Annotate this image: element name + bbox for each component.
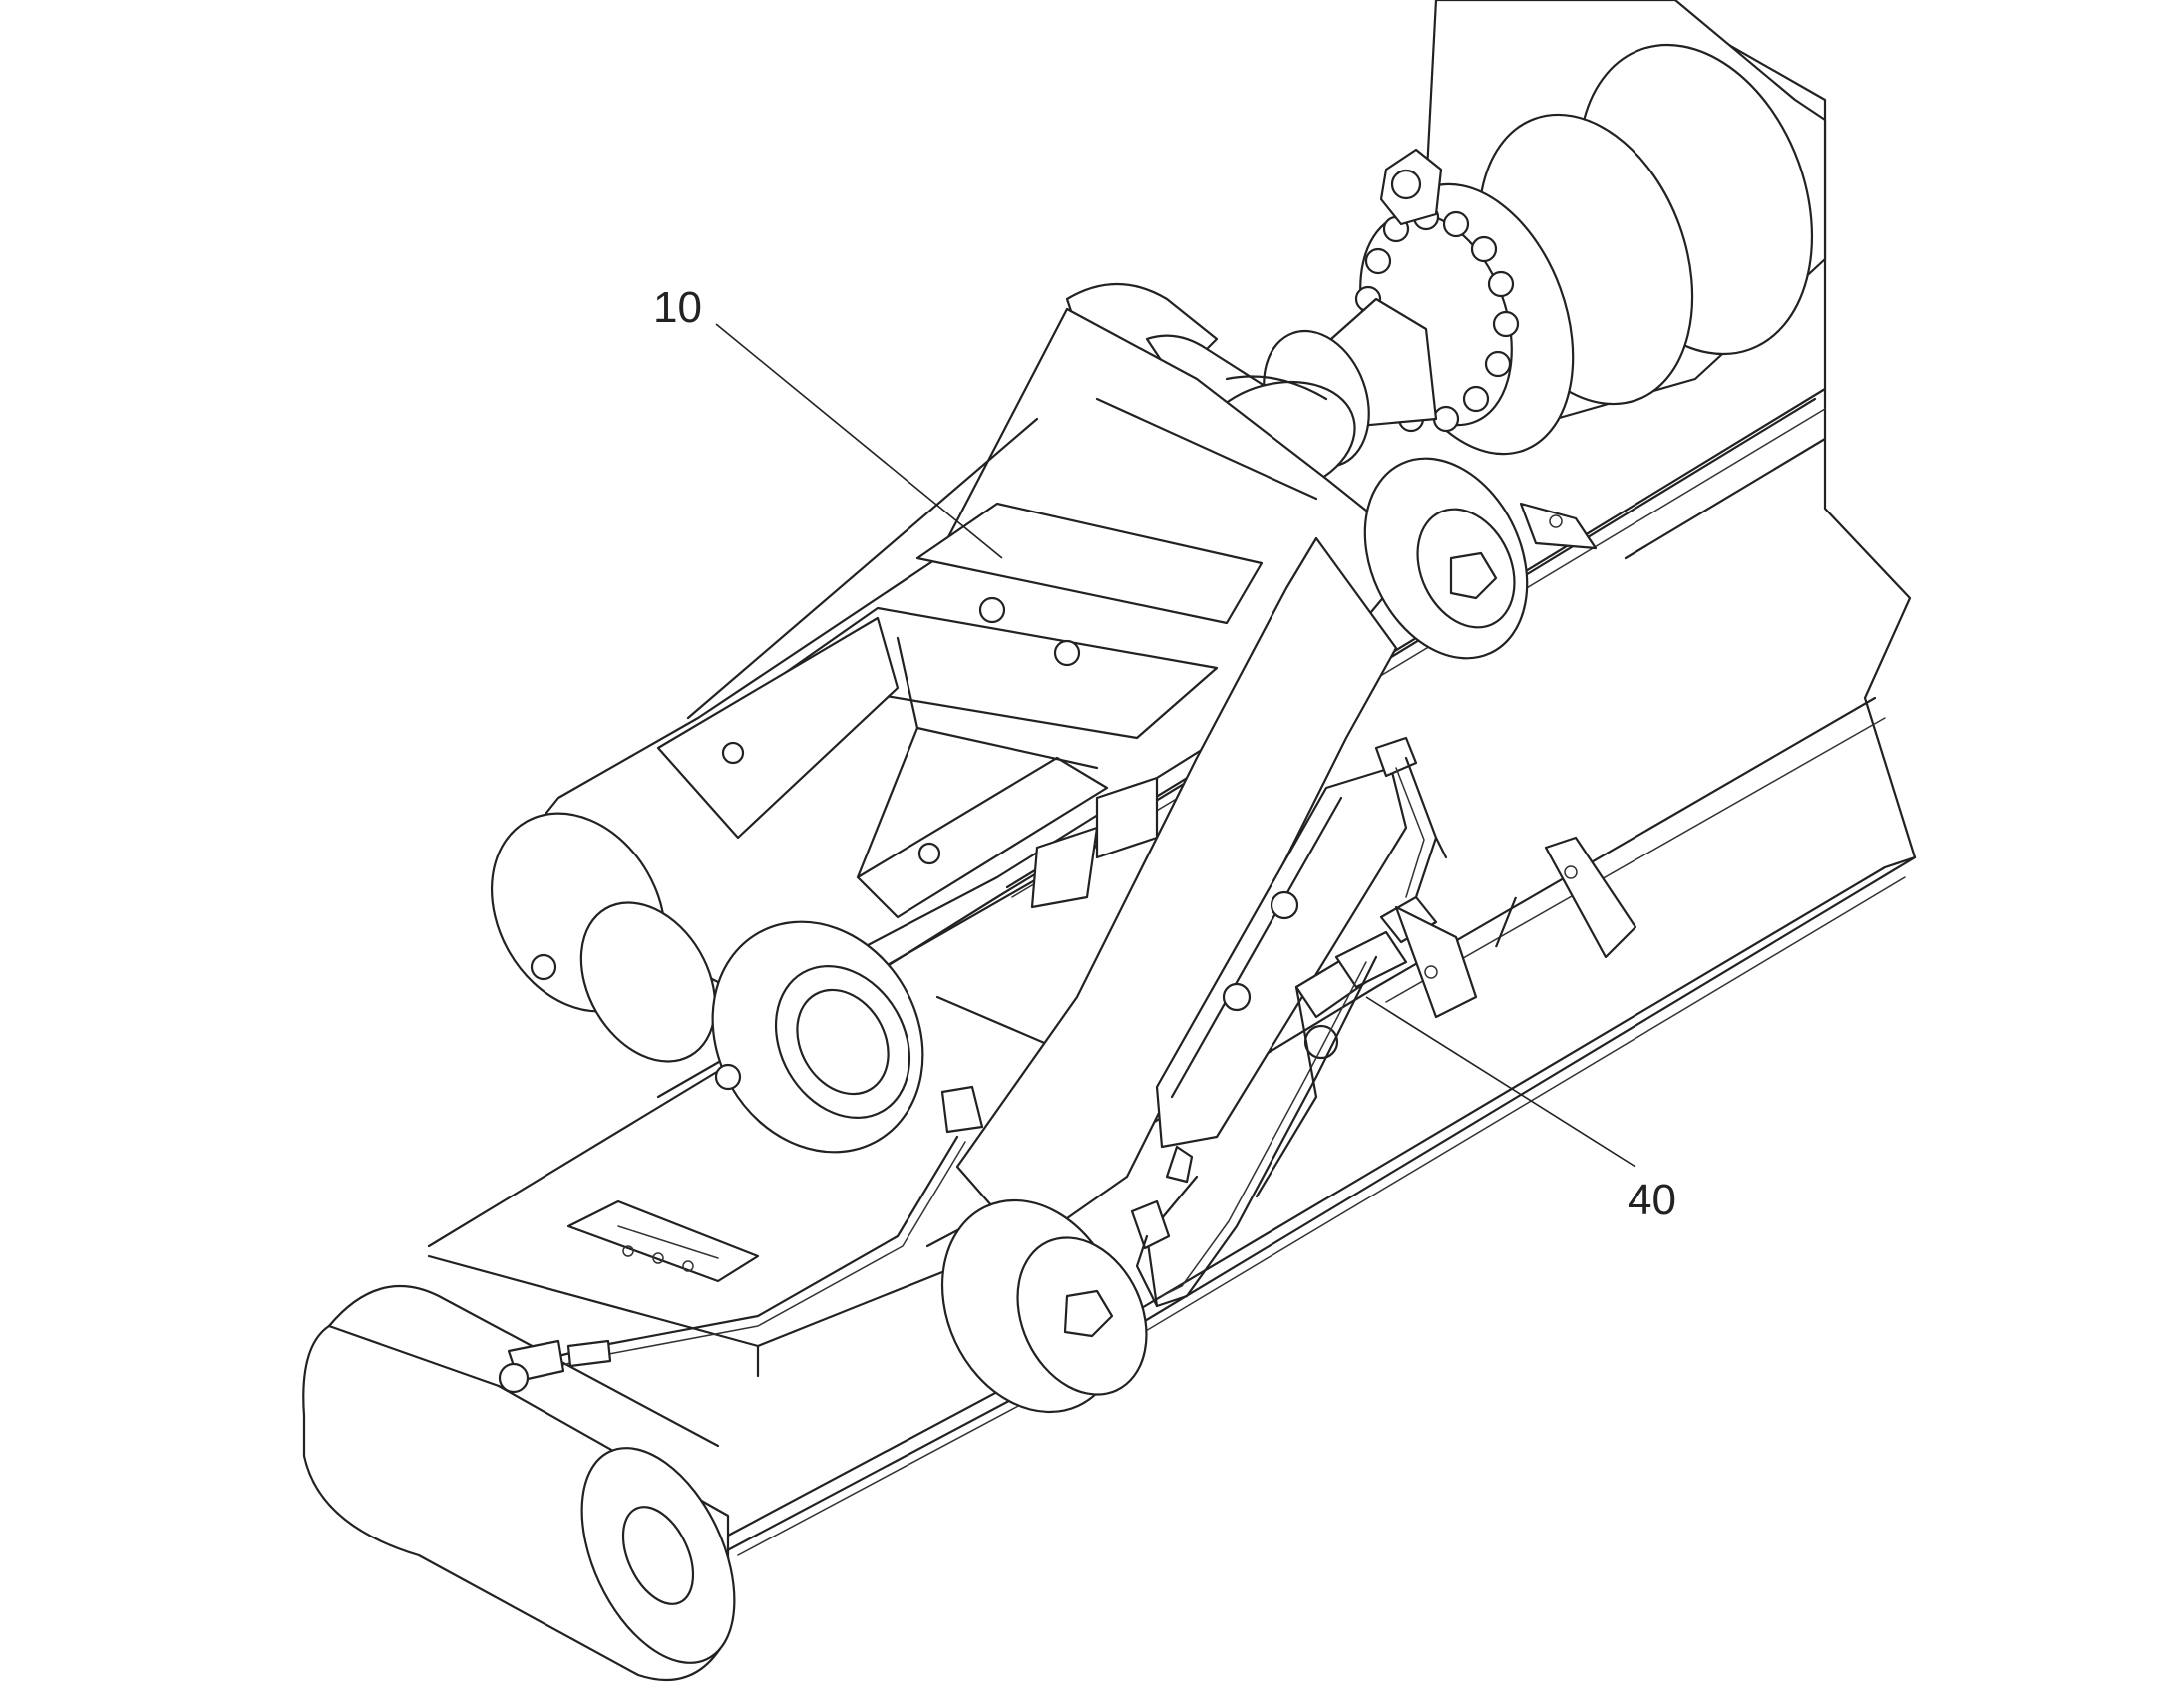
leader-line-40: [1365, 996, 1636, 1168]
connecting-rod: [940, 536, 1398, 1414]
link-arm: [490, 283, 1529, 1154]
leader-line-10: [715, 323, 1003, 559]
callout-label-10: 10: [653, 283, 702, 332]
lower-pivot-cylinder: [302, 1284, 736, 1682]
hoses: [1130, 756, 1448, 1308]
valve-block: [1155, 736, 1438, 1184]
cover-plates: [656, 502, 1264, 919]
mounting-tabs: [1030, 502, 1637, 1019]
rotary-drive: [1263, 0, 1827, 469]
callout-label-40: 40: [1628, 1176, 1676, 1224]
lower-hose: [498, 1085, 984, 1394]
